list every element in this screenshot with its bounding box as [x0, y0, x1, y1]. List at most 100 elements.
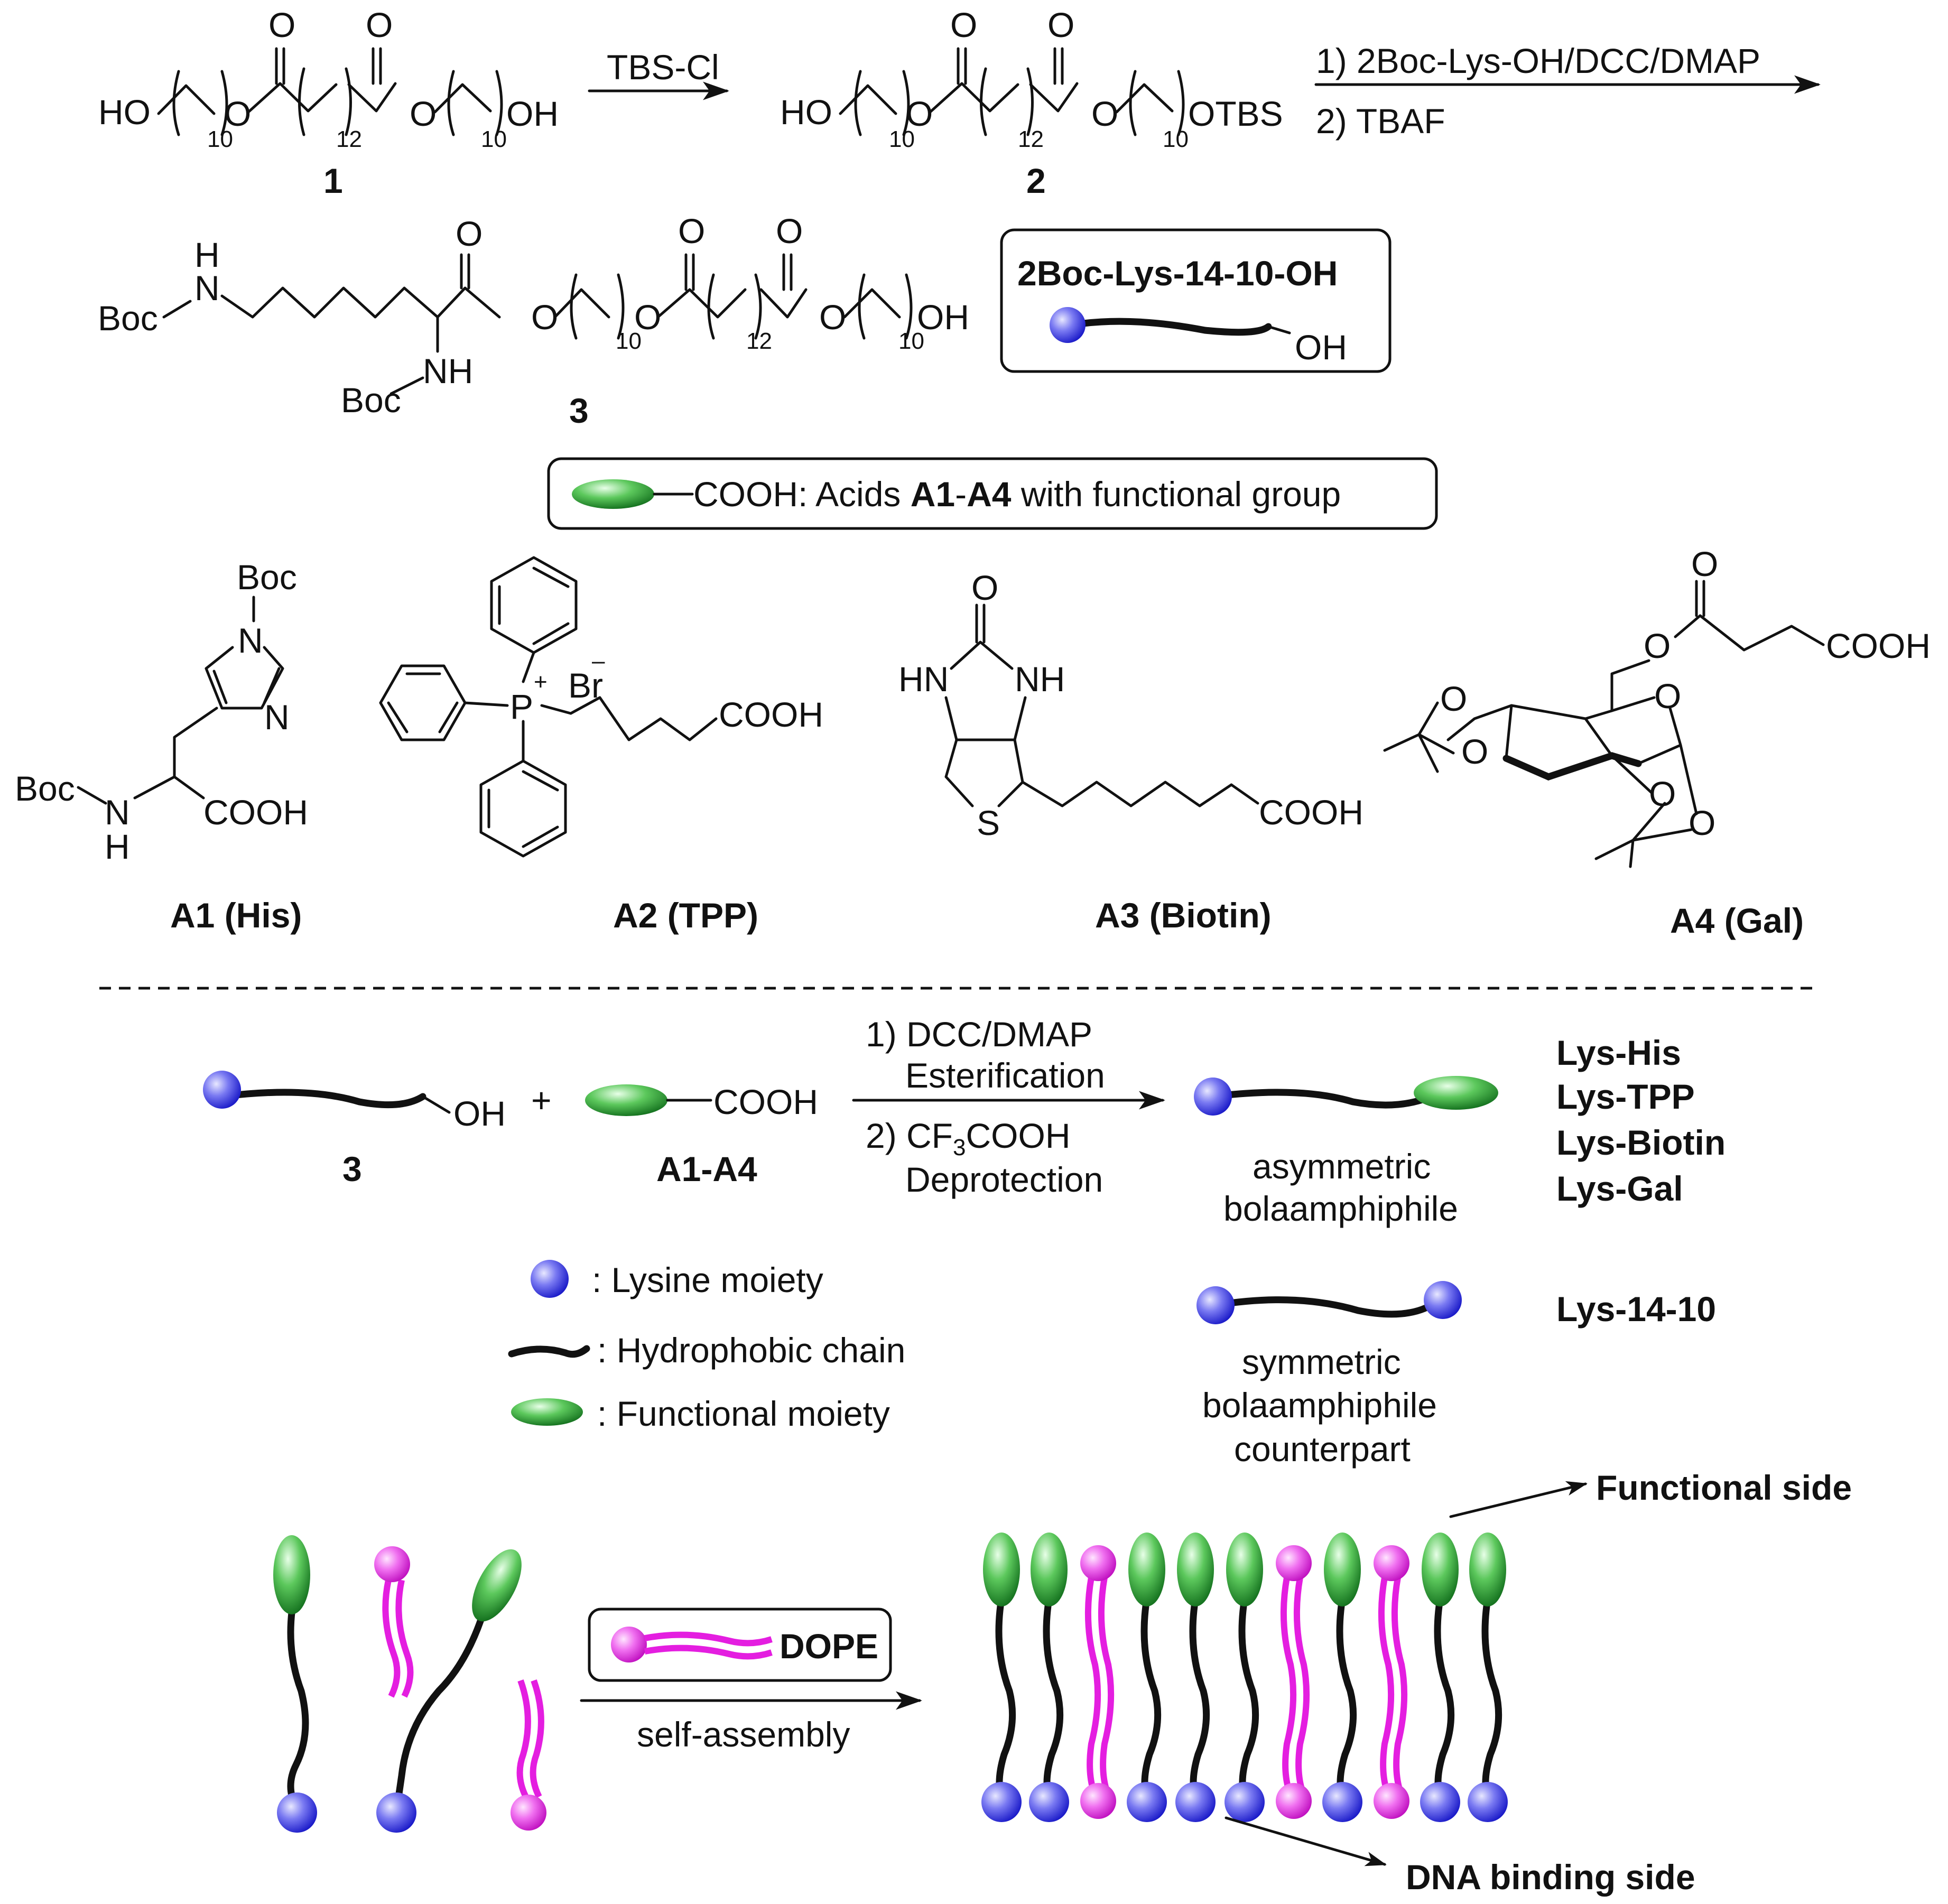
- cmp3-boc1: Boc: [98, 299, 158, 338]
- a3-hn: HN: [898, 660, 949, 699]
- a2-minus: –: [592, 648, 605, 674]
- cmp1-n12: 12: [336, 126, 362, 152]
- r2-label-3: 3: [342, 1149, 362, 1188]
- cmp2-label: 2: [1026, 161, 1046, 200]
- product-lys-his: Lys-His: [1556, 1033, 1681, 1072]
- a4-o1: O: [1691, 544, 1718, 583]
- membrane-bola: [1420, 1533, 1460, 1822]
- membrane-dope: [1276, 1545, 1312, 1819]
- reaction-arrow-1: TBS-Cl: [588, 48, 729, 100]
- asym-text-2: bolaamphiphile: [1223, 1189, 1458, 1228]
- legend-lysine-text: : Lysine moiety: [592, 1260, 823, 1299]
- cmp1-bracket-left: [172, 70, 228, 136]
- a1-n: N: [105, 793, 130, 832]
- legend-lysine-icon: [531, 1260, 569, 1298]
- membrane-bola: [981, 1533, 1022, 1822]
- cmp1-bracket-mid: [298, 67, 352, 136]
- cmp3-oh: OH: [917, 298, 969, 337]
- a4-o2: O: [1644, 626, 1671, 665]
- cmp1-ester-right: [347, 82, 397, 113]
- a2-p: P: [510, 687, 533, 726]
- membrane-dope: [1080, 1545, 1116, 1819]
- a4-ring-o: [1610, 696, 1682, 765]
- a2-plus: +: [534, 669, 548, 695]
- r2-lysine: [203, 1071, 241, 1109]
- cmp2-o-mid2: O: [1091, 94, 1118, 133]
- dope-box-label: DOPE: [780, 1627, 878, 1666]
- free-molecules: [273, 1535, 546, 1833]
- cmp3-carbonyl: [460, 253, 470, 290]
- compound-2: HO 10 O O 12 O O 10 OTBS 2: [780, 5, 1283, 200]
- cmp1-ester-left: [247, 82, 338, 114]
- a3-cooh: COOH: [1259, 793, 1363, 832]
- acids-box-text: COOH: Acids A1-A4 with functional group: [693, 475, 1341, 514]
- free-dope-2-head: [511, 1795, 546, 1831]
- a4-o3: O: [1654, 676, 1681, 716]
- cmp3-o-carbonyl: O: [456, 214, 483, 253]
- r2-label-acids: A1-A4: [656, 1149, 757, 1188]
- asym-chain: [1209, 1089, 1431, 1109]
- free-dope-1-head: [374, 1546, 410, 1582]
- cmp1-carbonyl-1: [275, 47, 285, 85]
- r2-cond4: Deprotection: [905, 1160, 1103, 1199]
- a4-o4: O: [1440, 679, 1467, 718]
- cmp1-chain-right: [433, 83, 492, 114]
- a1-boc: Boc: [15, 769, 75, 808]
- cmp3-chain-a: [553, 288, 610, 319]
- free-bola-1-functional: [273, 1535, 310, 1614]
- a1-boc-top: Boc: [237, 558, 297, 597]
- free-dope-2-tails: [516, 1679, 544, 1798]
- cmp2-n10a: 10: [889, 126, 915, 152]
- acid-a1-his: Boc N N Boc N H COOH A1 (His): [15, 558, 308, 935]
- cmp3-o-mid2: O: [819, 298, 846, 337]
- a4-label: A4 (Gal): [1670, 901, 1804, 940]
- sym-text-2: bolaamphiphile: [1202, 1386, 1437, 1425]
- free-dope-1-tails: [382, 1579, 414, 1698]
- sym-text-1: symmetric: [1242, 1342, 1401, 1381]
- a1-n-ring: N: [238, 621, 263, 660]
- cmp1-o-mid2: O: [410, 94, 437, 133]
- asym-functional: [1414, 1076, 1498, 1110]
- a2-phenyl-top: [490, 556, 578, 654]
- a4-c6: [1584, 659, 1650, 720]
- free-bola-2-functional: [472, 1549, 522, 1622]
- legend-chain-icon: [508, 1345, 590, 1358]
- a2-phenyl-left: [379, 664, 467, 741]
- acid-a2-tpp: P + Br – COOH A2 (TPP): [379, 556, 823, 935]
- dna-binding-side-label: DNA binding side: [1406, 1857, 1695, 1897]
- cmp3-h1: H: [194, 235, 220, 274]
- cmp1-carbonyl-2: [372, 47, 382, 85]
- acid-a4-gal: O COOH O O O O O O A4 (Gal): [1383, 544, 1931, 940]
- r2-oh: OH: [453, 1094, 506, 1133]
- a1-n-ring2: N: [264, 698, 290, 737]
- acids-box: COOH: Acids A1-A4 with functional group: [547, 457, 1438, 530]
- self-assembly-arrow: self-assembly: [580, 1691, 922, 1754]
- cmp1-chain-left: [157, 84, 216, 115]
- a2-cooh: COOH: [719, 695, 823, 734]
- cmp3-boc2: Boc: [341, 380, 401, 420]
- cmp1-label: 1: [323, 161, 343, 200]
- product-lys-biotin: Lys-Biotin: [1556, 1123, 1726, 1162]
- cmp3-ester-bond: [463, 286, 501, 319]
- lys-14-10-oh-box: 2Boc-Lys-14-10-OH OH: [1000, 228, 1392, 373]
- cmp1-n10b: 10: [481, 126, 507, 152]
- compound-3: Boc H N NH Boc O O 10 O O 12 O O 10 OH 3: [98, 211, 969, 430]
- assembled-membrane: [981, 1533, 1508, 1822]
- lys-box-title: 2Boc-Lys-14-10-OH: [1017, 254, 1338, 293]
- cmp2-n12: 12: [1018, 126, 1044, 152]
- sym-label: Lys-14-10: [1556, 1289, 1716, 1329]
- dope-box-head: [611, 1627, 647, 1662]
- a3-chain: [1021, 781, 1233, 807]
- membrane-bola: [1175, 1533, 1216, 1822]
- step-1-reagent: 1) 2Boc-Lys-OH/DCC/DMAP: [1316, 41, 1760, 80]
- membrane-bola: [1225, 1533, 1265, 1822]
- a2-phenyl-bottom: [479, 759, 567, 858]
- cmp3-label: 3: [569, 391, 589, 430]
- acids-box-functional: [572, 479, 654, 509]
- a2-label: A2 (TPP): [613, 896, 758, 935]
- membrane-bola: [1322, 1533, 1362, 1822]
- free-bola-2-lysine: [376, 1792, 416, 1833]
- asym-lysine: [1194, 1078, 1232, 1116]
- a3-label: A3 (Biotin): [1095, 896, 1272, 935]
